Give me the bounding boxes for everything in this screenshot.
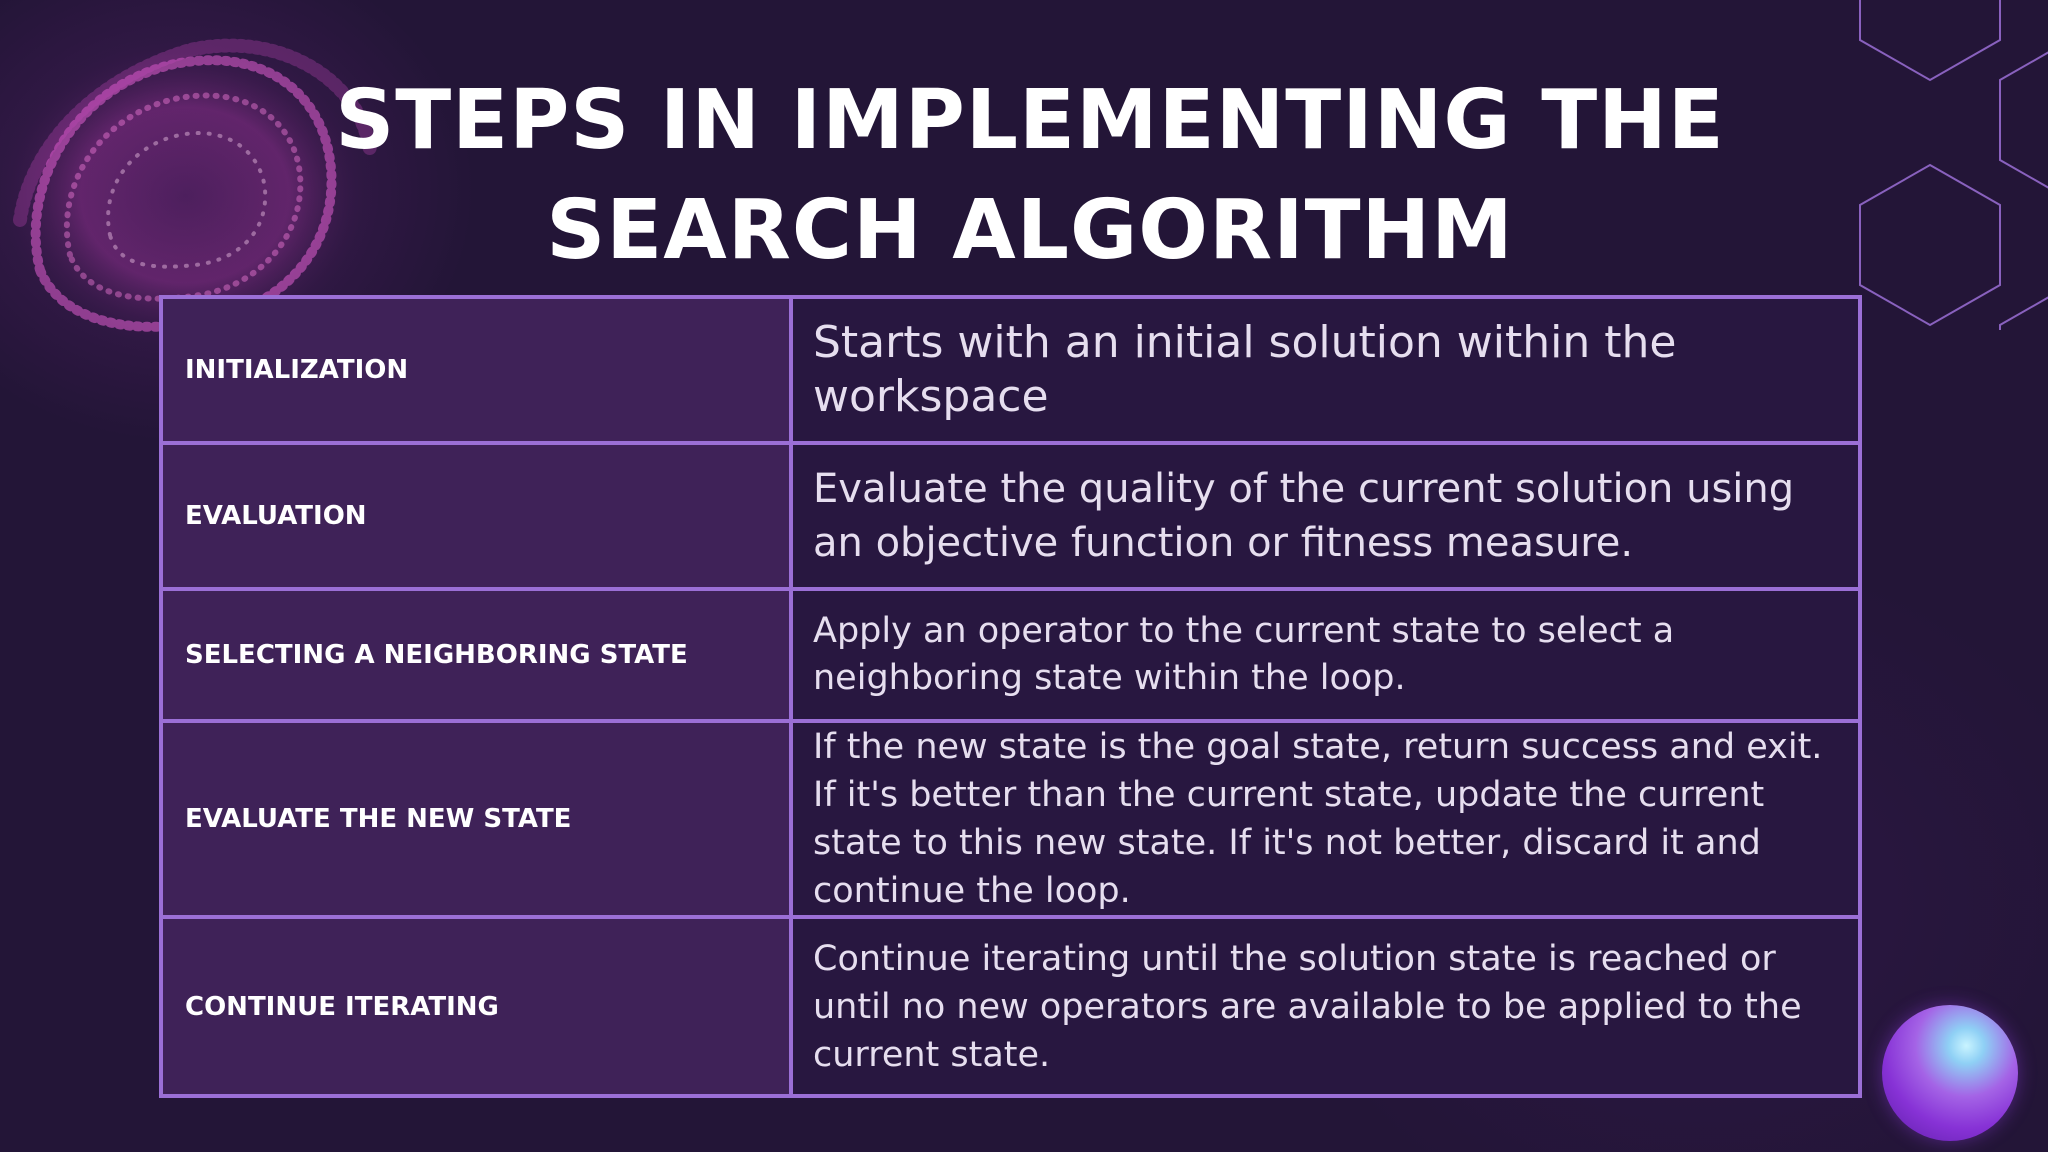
steps-table: INITIALIZATION Starts with an initial so… (159, 295, 1862, 1098)
step-name-cell: EVALUATE THE NEW STATE (159, 719, 793, 919)
step-description-cell: Starts with an initial solution within t… (789, 295, 1862, 445)
step-name-cell: INITIALIZATION (159, 295, 793, 445)
table-row: CONTINUE ITERATING Continue iterating un… (159, 915, 1862, 1098)
table-row: INITIALIZATION Starts with an initial so… (159, 295, 1862, 445)
step-description-cell: Apply an operator to the current state t… (789, 587, 1862, 723)
step-description-cell: If the new state is the goal state, retu… (789, 719, 1862, 919)
table-row: SELECTING A NEIGHBORING STATE Apply an o… (159, 587, 1862, 723)
table-row: EVALUATION Evaluate the quality of the c… (159, 441, 1862, 591)
page-title: STEPS IN IMPLEMENTING THE SEARCH ALGORIT… (335, 73, 1725, 278)
step-description-cell: Evaluate the quality of the current solu… (789, 441, 1862, 591)
step-name-cell: EVALUATION (159, 441, 793, 591)
hexagon-pattern (1859, 0, 2048, 330)
step-description-cell: Continue iterating until the solution st… (789, 915, 1862, 1098)
step-name-cell: SELECTING A NEIGHBORING STATE (159, 587, 793, 723)
table-row: EVALUATE THE NEW STATE If the new state … (159, 719, 1862, 919)
step-name-cell: CONTINUE ITERATING (159, 915, 793, 1098)
gradient-orb (1882, 1005, 2018, 1141)
particle-cloud-graphic (0, 35, 377, 355)
